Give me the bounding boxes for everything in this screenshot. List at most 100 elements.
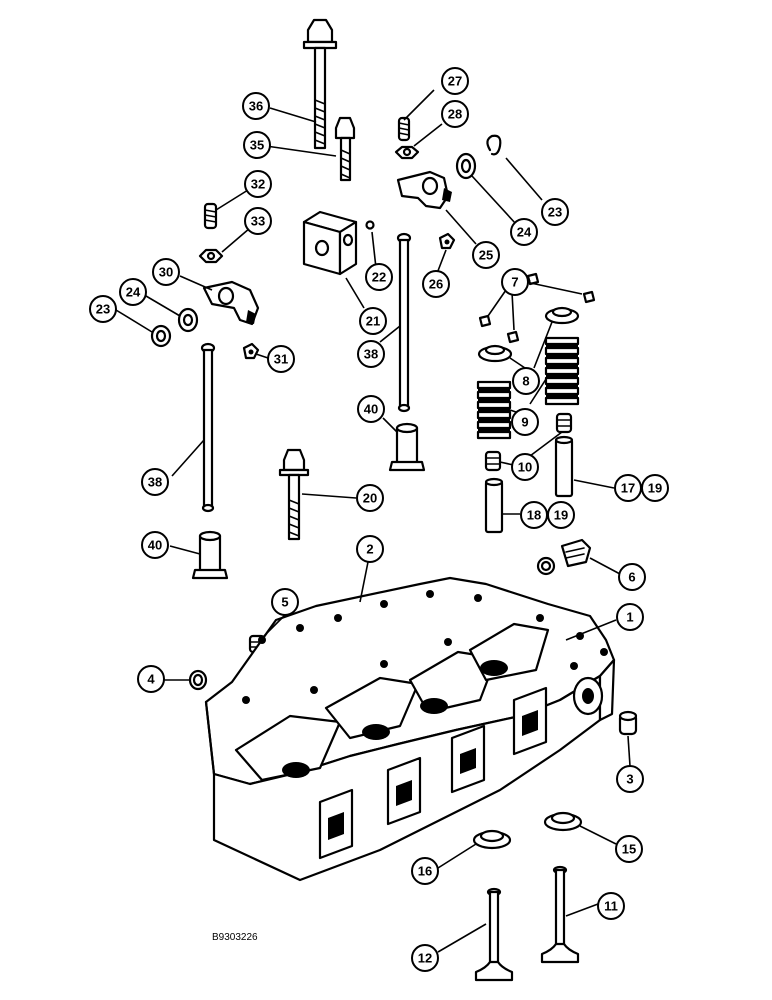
svg-text:24: 24 — [517, 225, 532, 240]
callout-31: 31 — [267, 345, 295, 373]
svg-text:17: 17 — [621, 481, 635, 496]
svg-text:4: 4 — [147, 672, 155, 687]
callout-15: 15 — [615, 835, 643, 863]
callout-6: 6 — [618, 563, 646, 591]
part-valve-spring-right — [544, 336, 580, 406]
svg-text:26: 26 — [429, 277, 443, 292]
callout-7: 7 — [501, 268, 529, 296]
callout-10: 10 — [511, 453, 539, 481]
callout-23-right: 23 — [541, 198, 569, 226]
svg-text:40: 40 — [148, 538, 162, 553]
svg-text:1: 1 — [626, 610, 633, 625]
svg-text:9: 9 — [521, 415, 528, 430]
callout-5: 5 — [271, 588, 299, 616]
callout-38-center: 38 — [357, 340, 385, 368]
callout-8: 8 — [512, 367, 540, 395]
callout-22: 22 — [365, 263, 393, 291]
part-long-bolt — [302, 18, 338, 150]
part-washer-right — [455, 152, 477, 180]
callout-40-center: 40 — [357, 395, 385, 423]
part-valve-right — [540, 865, 580, 964]
part-head-bolt — [278, 448, 310, 541]
part-valve-left — [474, 887, 514, 982]
svg-text:33: 33 — [251, 214, 265, 229]
callout-2: 2 — [356, 535, 384, 563]
callout-19-left: 19 — [547, 501, 575, 529]
svg-text:28: 28 — [448, 107, 462, 122]
svg-text:22: 22 — [372, 270, 386, 285]
part-stem-seal-left — [484, 450, 502, 472]
part-valve-seat-left — [472, 829, 512, 850]
svg-text:38: 38 — [364, 347, 378, 362]
svg-text:20: 20 — [363, 491, 377, 506]
callout-24-right: 24 — [510, 218, 538, 246]
callout-11: 11 — [597, 892, 625, 920]
part-spring-retainer-left — [477, 344, 513, 363]
svg-text:6: 6 — [628, 570, 635, 585]
svg-text:32: 32 — [251, 177, 265, 192]
callout-12: 12 — [411, 944, 439, 972]
part-circlip-left — [150, 324, 172, 348]
svg-text:38: 38 — [148, 475, 162, 490]
svg-text:23: 23 — [548, 205, 562, 220]
callout-1: 1 — [616, 603, 644, 631]
svg-text:24: 24 — [126, 285, 141, 300]
svg-text:21: 21 — [366, 314, 380, 329]
callout-30: 30 — [152, 258, 180, 286]
callout-19-right: 19 — [641, 474, 669, 502]
svg-text:12: 12 — [418, 951, 432, 966]
svg-text:2: 2 — [366, 542, 373, 557]
part-small-fitting-left — [242, 342, 260, 360]
part-rocker-pedestal — [302, 210, 358, 276]
svg-text:3: 3 — [626, 772, 633, 787]
part-rocker-arm-right — [396, 170, 452, 210]
part-tappet-left — [191, 530, 229, 580]
svg-text:35: 35 — [250, 138, 264, 153]
svg-text:8: 8 — [522, 374, 529, 389]
callout-36: 36 — [242, 92, 270, 120]
callout-4: 4 — [137, 665, 165, 693]
part-small-fitting-right — [438, 232, 456, 250]
callout-25: 25 — [472, 241, 500, 269]
callout-9: 9 — [511, 408, 539, 436]
part-nut-right — [394, 145, 420, 160]
part-push-rod-left — [200, 342, 216, 513]
part-valve-guide-left — [484, 477, 504, 534]
svg-text:18: 18 — [527, 508, 541, 523]
callout-35: 35 — [243, 131, 271, 159]
part-adjusting-screw-right — [397, 116, 411, 142]
callout-16: 16 — [411, 857, 439, 885]
part-washer-left — [177, 307, 199, 333]
callout-18: 18 — [520, 501, 548, 529]
callout-3: 3 — [616, 765, 644, 793]
svg-text:19: 19 — [554, 508, 568, 523]
part-stem-seal-right — [555, 412, 573, 434]
svg-text:31: 31 — [274, 352, 288, 367]
callout-23-left: 23 — [89, 295, 117, 323]
svg-text:5: 5 — [281, 595, 288, 610]
callout-20: 20 — [356, 484, 384, 512]
part-plug — [560, 538, 592, 568]
svg-text:19: 19 — [648, 481, 662, 496]
callout-21: 21 — [359, 307, 387, 335]
svg-text:40: 40 — [364, 402, 378, 417]
callout-17: 17 — [614, 474, 642, 502]
svg-text:36: 36 — [249, 99, 263, 114]
part-plug-washer — [536, 556, 556, 576]
callout-26: 26 — [422, 270, 450, 298]
part-rocker-arm-left — [202, 280, 260, 326]
callout-40-left: 40 — [141, 531, 169, 559]
callout-27: 27 — [441, 67, 469, 95]
part-circlip-right — [486, 134, 502, 156]
part-valve-seat-right — [543, 811, 583, 832]
svg-text:30: 30 — [159, 265, 173, 280]
callout-24-left: 24 — [119, 278, 147, 306]
part-side-plug — [188, 669, 208, 691]
leader-lines — [115, 89, 631, 953]
callout-28: 28 — [441, 100, 469, 128]
part-tappet-center — [388, 422, 426, 472]
part-short-bolt — [334, 116, 356, 182]
part-adjusting-screw-left — [203, 202, 218, 230]
svg-text:10: 10 — [518, 460, 532, 475]
